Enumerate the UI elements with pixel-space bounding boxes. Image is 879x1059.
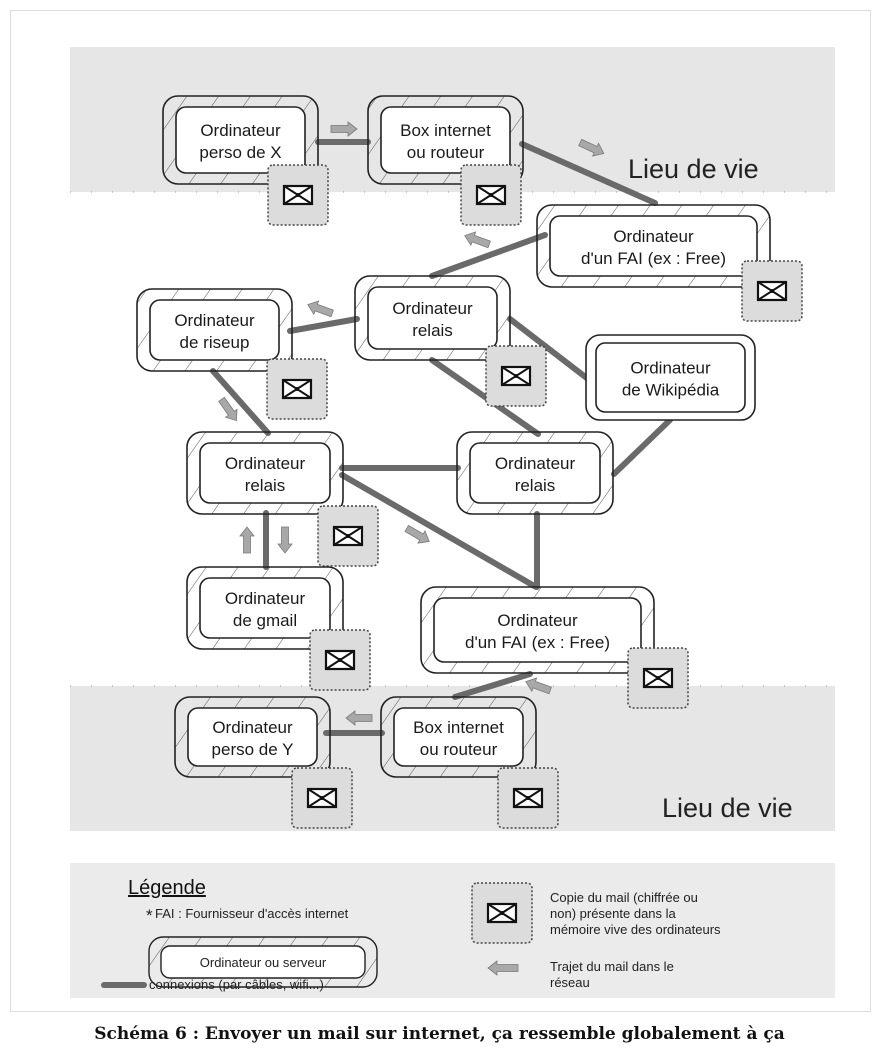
node-label-line: d'un FAI (ex : Free) [465,633,610,652]
mail-path-arrows [218,121,605,726]
node-riseup: Ordinateur de riseup [136,288,328,420]
legend-mail-copy-icon [471,882,533,944]
mail-network-diagram: Lieu de vie Lieu de vie Ordinateur perso … [70,47,835,998]
node-label-line: Ordinateur [392,299,473,318]
mail-arrow [578,138,605,157]
legend-footnote-mark: * [146,906,153,925]
mail-copy-icon [267,164,329,226]
figure-caption: Schéma 6 : Envoyer un mail sur internet,… [94,1024,785,1044]
node-label-line: d'un FAI (ex : Free) [581,249,726,268]
mail-arrow [307,300,334,318]
node-label-line: Ordinateur [200,121,281,140]
legend-arrow-sample [487,960,519,976]
connection-wikipedia-relais3 [611,417,673,477]
mail-arrow [239,526,255,554]
node-label-line: ou routeur [407,143,485,162]
legend-arrow-icon [487,960,519,976]
node-label-line: Ordinateur [613,227,694,246]
mail-copy-icon [627,647,689,709]
node-label-line: Box internet [413,718,504,737]
legend-title: Légende [128,877,206,899]
mail-copy-icon [497,767,559,829]
connection-box-fai-top [519,141,658,206]
node-label-line: Ordinateur [495,454,576,473]
mail-arrow [277,526,293,554]
mail-arrow [218,396,238,422]
connections [210,139,673,736]
node-relais-2: Ordinateur relais [186,431,379,567]
legend-node-label: Ordinateur ou serveur [200,955,327,970]
mail-arrow [345,710,373,726]
mail-copy-icon [309,629,371,691]
nodes: Ordinateur perso de X Box internet ou route… [136,95,803,829]
legend-path-text: Trajet du mail dans le réseau [550,959,677,990]
node-box-bottom: Box internet ou routeur [380,696,559,829]
legend-path-line-2: réseau [550,975,590,990]
connection-relais1-wikipedia [507,316,591,382]
node-label-line: Ordinateur [497,611,578,630]
connection-relais1-riseup [287,316,360,334]
legend-mail-copy-line-2: non) présente dans la [550,906,677,921]
node-label-line: Ordinateur [225,454,306,473]
connection-riseup-relais2 [210,368,271,436]
node-fai-bottom: Ordinateur d'un FAI (ex : Free) [420,586,689,709]
legend-path-line-1: Trajet du mail dans le [550,959,674,974]
node-label-line: de riseup [180,333,250,352]
node-label-line: perso de X [199,143,281,162]
node-label-line: relais [412,321,453,340]
node-label-line: ou routeur [420,740,498,759]
mail-arrow [525,677,552,695]
node-label-line: de Wikipédia [622,381,720,400]
node-label-line: relais [515,476,556,495]
mail-copy-icon [317,505,379,567]
top-zone-label: Lieu de vie [628,154,759,184]
node-fai-top: Ordinateur d'un FAI (ex : Free) [536,204,803,322]
node-label-line: Ordinateur [630,359,711,378]
mail-arrow [464,231,491,249]
mail-copy-icon [741,260,803,322]
node-label-line: Ordinateur [174,311,255,330]
node-label-line: de gmail [233,611,297,630]
node-label-line: Box internet [400,121,491,140]
node-label-line: perso de Y [212,740,294,759]
node-label-line: relais [245,476,286,495]
mail-arrow [404,524,430,544]
node-wikipedia: Ordinateur de Wikipédia [585,334,756,421]
legend-footnote: FAI : Fournisseur d'accès internet [155,906,349,921]
node-label-line: Ordinateur [225,589,306,608]
legend-envelope-sample [471,882,533,944]
legend-mail-copy-line-1: Copie du mail (chiffrée ou [550,890,698,905]
connection-fai-box-bottom [452,671,533,700]
legend-node-inner [160,945,366,979]
mail-copy-icon [291,767,353,829]
node-relais-3: Ordinateur relais [456,431,614,515]
legend-mail-copy-text: Copie du mail (chiffrée ou non) présente… [550,890,721,937]
legend-connection-label: connexions (par câbles, wifi...) [149,977,324,992]
node-gmail: Ordinateur de gmail [186,566,371,691]
node-box-top: Box internet ou routeur [367,95,524,226]
connection-relais2-fai-bottom [339,472,539,590]
mail-arrow [330,121,358,137]
bottom-zone-label: Lieu de vie [662,793,793,823]
connection-fai-relais1 [429,232,548,279]
mail-copy-icon [460,164,522,226]
mail-copy-icon [485,345,547,407]
mail-copy-icon [266,358,328,420]
node-pc-x: Ordinateur perso de X [162,95,329,226]
node-pc-y: Ordinateur perso de Y [174,696,353,829]
node-label-line: Ordinateur [212,718,293,737]
connection-relais1-relais3 [429,357,541,437]
legend-mail-copy-line-3: mémoire vive des ordinateurs [550,922,721,937]
node-relais-1: Ordinateur relais [354,275,547,407]
